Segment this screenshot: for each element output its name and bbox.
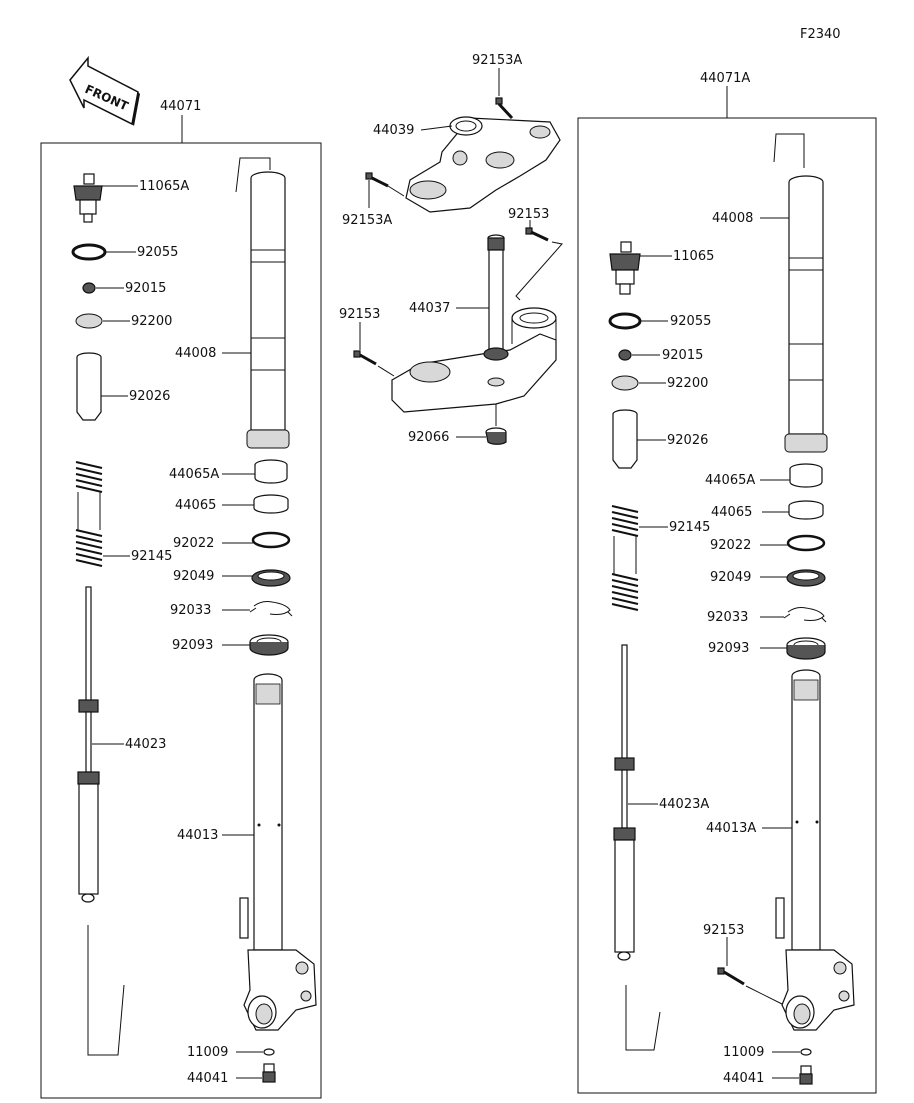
label-92145-right: 92145 [669,520,710,535]
label-44041-left: 44041 [187,1071,228,1086]
bolt-92153A-left [365,172,389,188]
label-92026-right: 92026 [667,433,708,448]
outer-tube-44008-right [773,133,828,453]
label-44039: 44039 [373,123,414,138]
outer-tube-44008 [235,157,290,449]
label-92153-right-group: 92153 [703,923,744,938]
label-92200-right: 92200 [667,376,708,391]
collar-92026-right [612,409,638,469]
label-92093-left: 92093 [172,638,213,653]
inner-tube-44013 [239,673,317,1031]
label-11009-right: 11009 [723,1045,764,1060]
label-44023A: 44023A [659,797,709,812]
label-44008-right: 44008 [712,211,753,226]
label-92055-right: 92055 [670,314,711,329]
circlip-92033-right [783,607,827,623]
collar-92026 [76,352,102,421]
circlip-92033 [249,601,293,617]
washer-92200-right [611,375,639,391]
washer-92200 [75,313,103,329]
label-92049-left: 92049 [173,569,214,584]
label-44023: 44023 [125,737,166,752]
label-92022-right: 92022 [710,538,751,553]
dust-seal-92093-right [786,637,826,660]
label-44065-left: 44065 [175,498,216,513]
bushing-44065 [253,494,289,514]
right-assembly-number: 44071A [700,71,750,86]
oil-seal-92049-right [786,569,826,587]
bolt-44041 [262,1063,276,1083]
cap-bolt-11065 [609,241,641,295]
damper-rod-44023A [613,644,636,961]
label-92145: 92145 [131,549,172,564]
cap-bolt-11065A [73,173,103,223]
page-code: F2340 [800,27,841,42]
label-92093-right: 92093 [708,641,749,656]
label-92200: 92200 [131,314,172,329]
bolt-92153-left [353,350,377,366]
dust-seal-92093 [249,634,289,656]
steering-stem-44037 [391,234,557,413]
label-44013-left: 44013 [177,828,218,843]
bolt-92153-right-group [717,967,745,986]
label-44065A-right: 44065A [705,473,755,488]
bolt-44041-right [799,1065,813,1085]
spring-92145-right [611,505,639,611]
nut-92015 [82,282,96,294]
bushing-44065-right [788,500,824,520]
oil-seal-92049 [251,569,291,587]
label-92153-right: 92153 [508,207,549,222]
label-92066: 92066 [408,430,449,445]
label-92033-left: 92033 [170,603,211,618]
label-11065A: 11065A [139,179,189,194]
upper-bracket-44039 [405,116,561,213]
label-92022-left: 92022 [173,536,214,551]
label-92153-left: 92153 [339,307,380,322]
gasket-11009-right [800,1048,812,1056]
left-assembly-number: 44071 [160,99,201,114]
nut-92015-right [618,349,632,361]
washer-92022-right [786,534,826,552]
o-ring-92055 [71,243,107,261]
label-11065: 11065 [673,249,714,264]
bushing-44065A [254,459,288,484]
label-44041-right: 44041 [723,1071,764,1086]
front-arrow-icon: FRONT [69,55,140,126]
bushing-44065A-right [789,463,823,488]
o-ring-92055-right [608,312,642,330]
label-92015-right: 92015 [662,348,703,363]
cap-92066 [485,427,507,445]
left-group-frame [40,142,322,1099]
washer-92022 [251,531,291,549]
label-11009-left: 11009 [187,1045,228,1060]
gasket-11009 [263,1048,275,1056]
spring-92145 [75,461,103,567]
inner-tube-44013A [775,669,855,1031]
label-44008-left: 44008 [175,346,216,361]
label-92153A-left: 92153A [342,213,392,228]
label-92049-right: 92049 [710,570,751,585]
label-44037: 44037 [409,301,450,316]
label-92033-right: 92033 [707,610,748,625]
break-line [87,925,125,1056]
break-line-right [625,985,661,1051]
label-92055: 92055 [137,245,178,260]
damper-rod-44023 [77,586,100,903]
label-92026: 92026 [129,389,170,404]
bolt-92153-right [525,227,549,242]
label-92153A-top: 92153A [472,53,522,68]
label-92015: 92015 [125,281,166,296]
label-44013A: 44013A [706,821,756,836]
bolt-92153A-top [495,97,514,120]
label-44065-right: 44065 [711,505,752,520]
label-44065A-left: 44065A [169,467,219,482]
